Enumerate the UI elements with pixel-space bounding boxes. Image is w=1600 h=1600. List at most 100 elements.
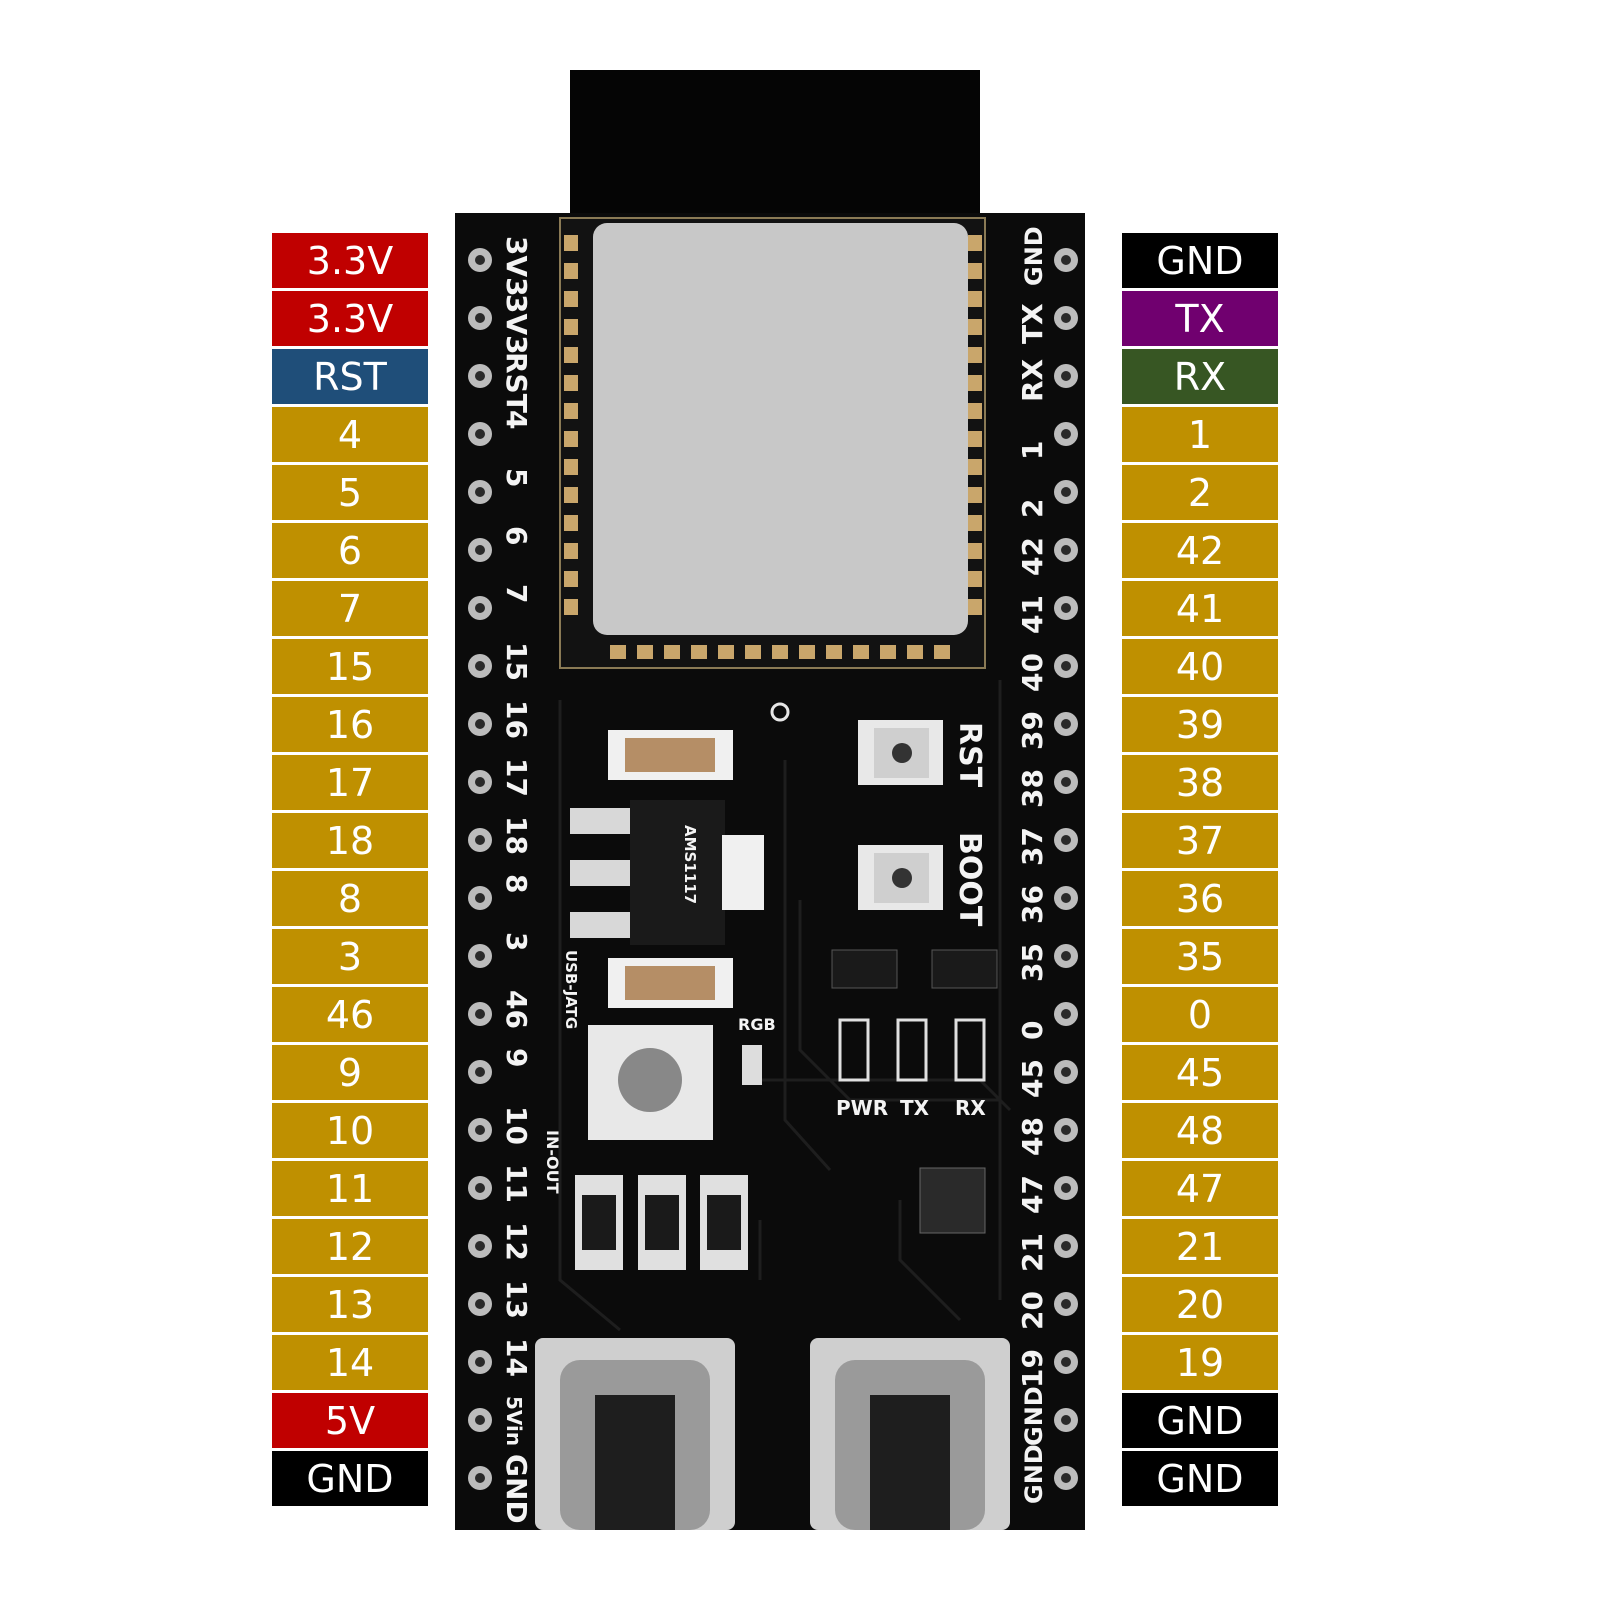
module-pad	[968, 263, 982, 279]
rst-label: RST	[952, 722, 987, 788]
left-silkscreen-label: 13	[500, 1280, 533, 1319]
right-silkscreen-label: 35	[1016, 943, 1049, 982]
module-pad	[907, 645, 923, 659]
right-silkscreen-label: 41	[1016, 595, 1049, 634]
left-silkscreen-label: 6	[500, 526, 533, 545]
left-pin-label: 10	[272, 1103, 428, 1158]
header-hole-center	[475, 603, 485, 613]
header-hole-center	[1061, 545, 1071, 555]
module-pad	[564, 403, 578, 419]
left-pin-label: 12	[272, 1219, 428, 1274]
right-pin-label: 38	[1122, 755, 1278, 810]
header-hole-center	[475, 1009, 485, 1019]
left-silkscreen-label: 5Vin	[502, 1396, 526, 1446]
right-silkscreen-label: 40	[1016, 653, 1049, 692]
left-pin-label: 46	[272, 987, 428, 1042]
in-out-label: IN-OUT	[543, 1130, 562, 1194]
regulator-pin-1	[570, 808, 630, 834]
capacitor-1-body	[625, 738, 715, 772]
module-pad	[968, 235, 982, 251]
header-hole-center	[475, 1299, 485, 1309]
header-hole-center	[1061, 1067, 1071, 1077]
left-pin-label: 8	[272, 871, 428, 926]
module-pad	[564, 431, 578, 447]
regulator-chip	[630, 800, 725, 945]
module-pad	[880, 645, 896, 659]
module-pad	[745, 645, 761, 659]
right-silkscreen-label: 0	[1016, 1021, 1049, 1040]
module-pad	[564, 375, 578, 391]
left-silkscreen-label: 12	[500, 1222, 533, 1261]
left-pin-label: 4	[272, 407, 428, 462]
header-hole-center	[1061, 429, 1071, 439]
left-pin-label: RST	[272, 349, 428, 404]
right-pin-label: 36	[1122, 871, 1278, 926]
right-silkscreen-label: 39	[1016, 711, 1049, 750]
pwr-led	[838, 1018, 870, 1082]
left-pin-label: 6	[272, 523, 428, 578]
header-hole-center	[1061, 777, 1071, 787]
left-pin-label: 14	[272, 1335, 428, 1390]
right-header-holes	[1054, 248, 1078, 1490]
left-silkscreen-label: 5	[500, 468, 533, 487]
left-silkscreen-label: 9	[500, 1048, 533, 1067]
header-hole-center	[475, 1067, 485, 1077]
tx-led-label: TX	[900, 1096, 930, 1120]
pwr-led-label: PWR	[836, 1096, 888, 1120]
right-silkscreen-label: 45	[1016, 1059, 1049, 1098]
header-hole-center	[1061, 1415, 1071, 1425]
regulator-tab	[722, 835, 764, 910]
rgb-label: RGB	[738, 1015, 776, 1034]
module-pad	[968, 571, 982, 587]
left-pin-label: 3	[272, 929, 428, 984]
header-hole-center	[1061, 1357, 1071, 1367]
usb-bridge-chip	[919, 1167, 986, 1234]
right-pin-label: GND	[1122, 233, 1278, 288]
left-pin-label: 3.3V	[272, 291, 428, 346]
left-silkscreen-label: 7	[500, 584, 533, 603]
header-hole-center	[1061, 313, 1071, 323]
header-hole-center	[475, 661, 485, 671]
right-pin-label: 0	[1122, 987, 1278, 1042]
diode-1-body	[582, 1195, 616, 1250]
right-pin-label: 48	[1122, 1103, 1278, 1158]
module-pad	[564, 347, 578, 363]
right-silkscreen-label: GND	[1020, 1386, 1048, 1446]
module-pad	[691, 645, 707, 659]
left-silkscreen-label: 4	[500, 410, 533, 429]
module-pads	[564, 235, 982, 659]
header-hole-center	[1061, 951, 1071, 961]
module-pad	[968, 375, 982, 391]
right-pin-label: 39	[1122, 697, 1278, 752]
header-hole-center	[1061, 603, 1071, 613]
right-pin-label: 40	[1122, 639, 1278, 694]
header-hole-center	[475, 371, 485, 381]
right-silkscreen-label: 48	[1016, 1117, 1049, 1156]
module-pad	[564, 571, 578, 587]
header-hole-center	[475, 1241, 485, 1251]
right-silkscreen-label: 20	[1016, 1291, 1049, 1330]
left-silkscreen-label: 3	[500, 932, 533, 951]
right-silkscreen-label: 42	[1016, 537, 1049, 576]
regulator-marking: AMS1117	[681, 825, 699, 904]
left-silkscreen-label: 14	[500, 1338, 533, 1377]
tx-led	[896, 1018, 928, 1082]
left-pin-label: 5V	[272, 1393, 428, 1448]
module-pad	[664, 645, 680, 659]
header-hole-center	[475, 313, 485, 323]
left-pin-label: 11	[272, 1161, 428, 1216]
left-pin-label: 7	[272, 581, 428, 636]
usb-c-port-2-tongue	[870, 1395, 950, 1530]
right-silkscreen: GNDTXRX1242414039383736350454847212019GN…	[1016, 226, 1049, 1504]
capacitor-2-body	[625, 966, 715, 1000]
right-pin-label: 35	[1122, 929, 1278, 984]
rx-led	[954, 1018, 986, 1082]
right-silkscreen-label: 21	[1016, 1233, 1049, 1272]
left-pin-label: 9	[272, 1045, 428, 1100]
left-silkscreen: 3V33V3RST4567151617188346910111213145Vin…	[500, 236, 533, 1524]
header-hole-center	[475, 545, 485, 555]
header-hole-center	[1061, 1473, 1071, 1483]
module-pad	[564, 599, 578, 615]
